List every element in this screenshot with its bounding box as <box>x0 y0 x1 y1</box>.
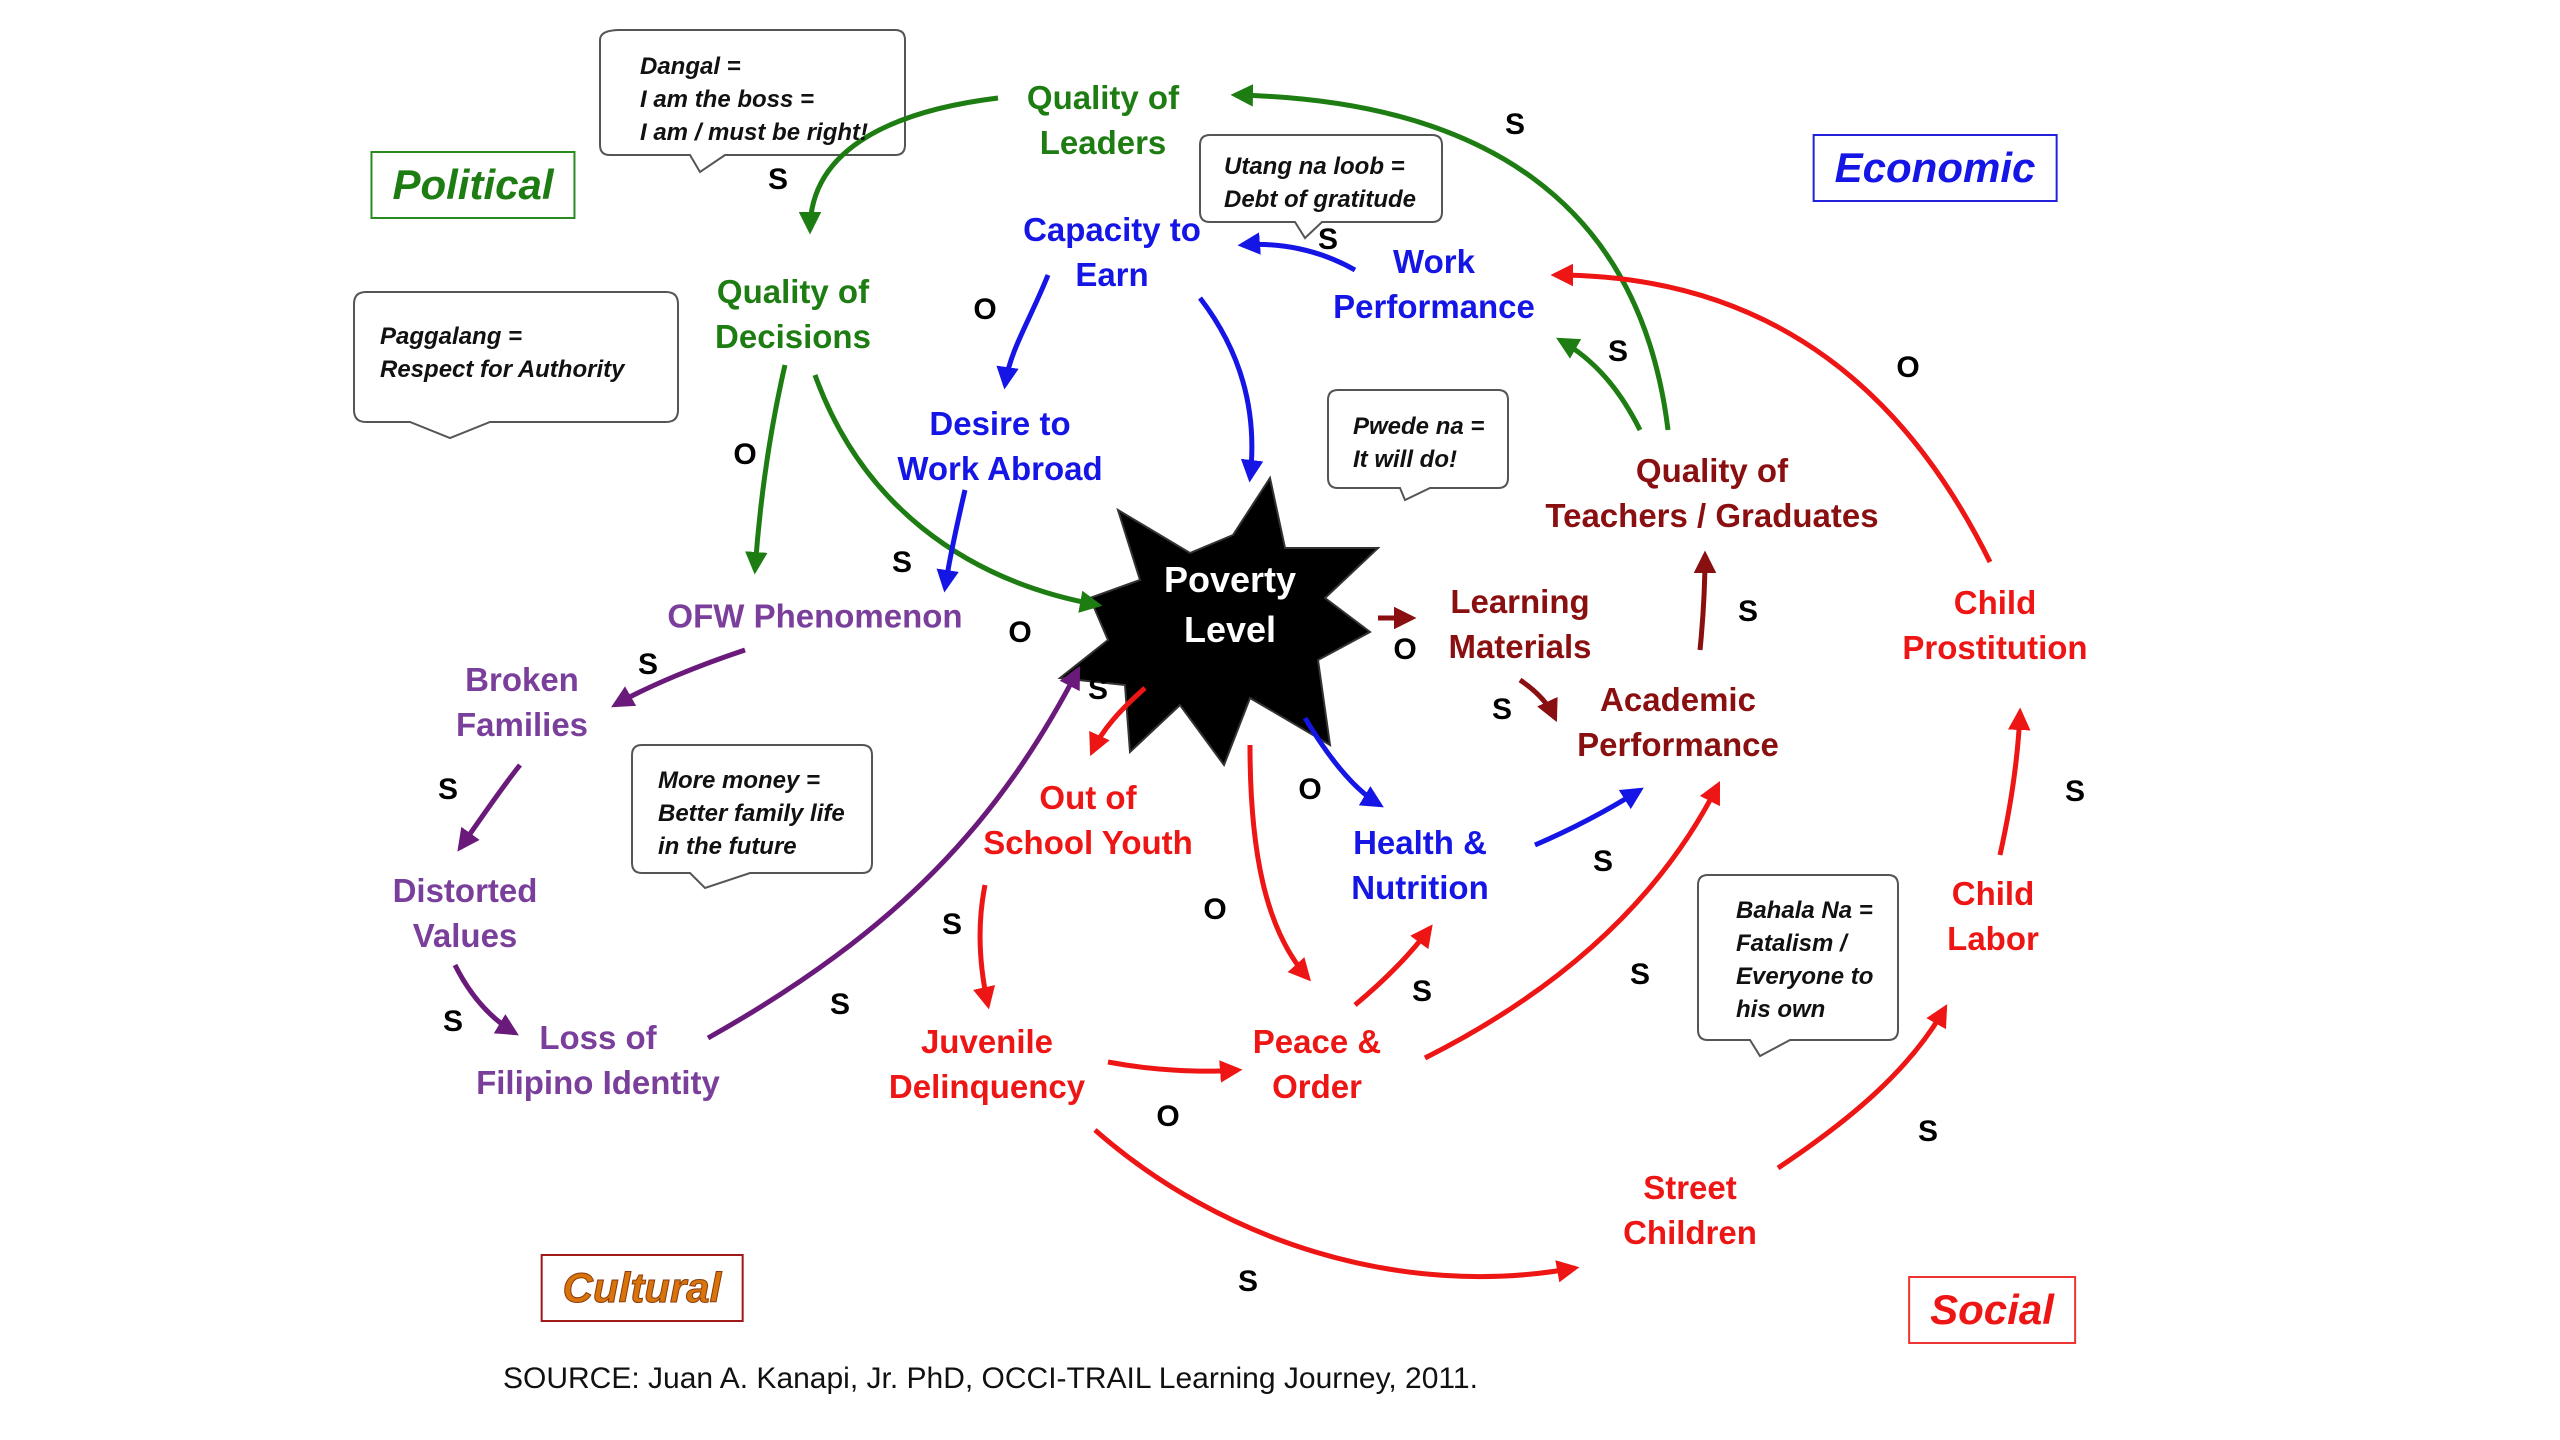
arrow-poverty-to-oosy <box>1089 686 1147 757</box>
arrow-oosy-to-juvenile <box>973 884 996 1010</box>
bubble-paggalang-shape <box>353 291 679 440</box>
polarity-label: S <box>1087 673 1109 706</box>
arrow-capacity-to-desire <box>996 274 1051 390</box>
arrow-desire-to-ofw <box>936 489 968 593</box>
bubble-paggalang: Paggalang =Respect for Authority <box>380 323 625 383</box>
polarity-label: S <box>442 1005 464 1038</box>
arrow-learning-to-academic <box>1518 677 1558 723</box>
arrow-poverty-to-peace <box>1247 744 1312 982</box>
polarity-label: S <box>1737 595 1759 628</box>
node-ofw-phenomenon: OFW Phenomenon <box>667 597 963 635</box>
polarity-label: S <box>1237 1265 1259 1298</box>
category-social: Social <box>1908 1276 2076 1344</box>
polarity-label: S <box>941 908 963 941</box>
polarity-label: S <box>1917 1115 1939 1148</box>
bubble-pwede-na: Pwede na =It will do! <box>1353 413 1485 473</box>
polarity-label: O <box>1298 773 1322 806</box>
polarity-label: S <box>1607 335 1629 368</box>
bubble-utang-shape <box>1199 134 1443 240</box>
arrow-health-to-academic <box>1534 787 1644 848</box>
arrow-loss-to-poverty <box>706 666 1081 1041</box>
arrow-peace-to-academic <box>1423 780 1721 1061</box>
bubble-dangal: Dangal =I am the boss =I am / must be ri… <box>640 53 869 146</box>
polarity-label: O <box>1203 893 1227 926</box>
arrow-teachers-to-work <box>1556 337 1643 432</box>
arrow-juvenile-to-peace <box>1107 1059 1243 1083</box>
node-health-nutrition: Health &Nutrition <box>1351 824 1489 906</box>
polarity-label: O <box>1008 616 1032 649</box>
category-political: Political <box>370 151 576 219</box>
arrow-academic-to-teachers <box>1693 550 1717 651</box>
arrow-decisions-to-poverty <box>812 374 1103 613</box>
polarity-label: S <box>891 546 913 579</box>
arrow-work-to-capacity <box>1237 232 1357 273</box>
arrow-poverty-to-health <box>1302 716 1384 808</box>
arrow-peace-to-health <box>1353 924 1433 1007</box>
bubble-dangal-shape <box>599 29 906 174</box>
polarity-label: S <box>637 648 659 681</box>
category-economic: Economic <box>1812 134 2058 202</box>
polarity-label: S <box>1504 108 1526 141</box>
polarity-label: S <box>767 163 789 196</box>
polarity-label: O <box>1393 633 1417 666</box>
bubble-bahala-shape <box>1697 874 1899 1058</box>
arrow-decisions-to-ofw <box>745 364 788 575</box>
polarity-label: S <box>2064 775 2086 808</box>
polarity-label: O <box>1896 351 1920 384</box>
polarity-label: S <box>1592 845 1614 878</box>
polarity-label: O <box>973 293 997 326</box>
polarity-label: S <box>829 988 851 1021</box>
polarity-label: S <box>1411 975 1433 1008</box>
arrow-juvenile-to-street <box>1093 1128 1580 1283</box>
polarity-label: O <box>733 438 757 471</box>
bubble-money-shape <box>631 744 873 890</box>
arrow-broken-to-distorted <box>457 763 522 852</box>
polarity-label: S <box>437 773 459 806</box>
arrow-street-to-labor <box>1776 1004 1948 1171</box>
polarity-label: O <box>1156 1100 1180 1133</box>
arrow-labor-to-prostitution <box>1997 707 2031 856</box>
bubble-utang-na-loob: Utang na loob =Debt of gratitude <box>1224 153 1416 213</box>
source-citation: SOURCE: Juan A. Kanapi, Jr. PhD, OCCI-TR… <box>503 1362 1478 1395</box>
polarity-label: S <box>1629 958 1651 991</box>
bubble-pwede-shape <box>1327 389 1509 502</box>
polarity-label: S <box>1317 223 1339 256</box>
arrow-distorted-to-loss <box>452 963 519 1036</box>
polarity-label: S <box>1491 693 1513 726</box>
arrow-prostitution-to-work <box>1550 263 1993 564</box>
arrow-teachers-to-leaders <box>1230 84 1671 431</box>
arrow-leaders-to-decisions <box>798 95 999 235</box>
arrow-capacity-to-poverty <box>1198 296 1264 483</box>
node-peace-and-order: Peace &Order <box>1252 1023 1382 1105</box>
category-cultural: Cultural <box>540 1254 744 1322</box>
arrow-ofw-to-broken <box>611 647 746 708</box>
